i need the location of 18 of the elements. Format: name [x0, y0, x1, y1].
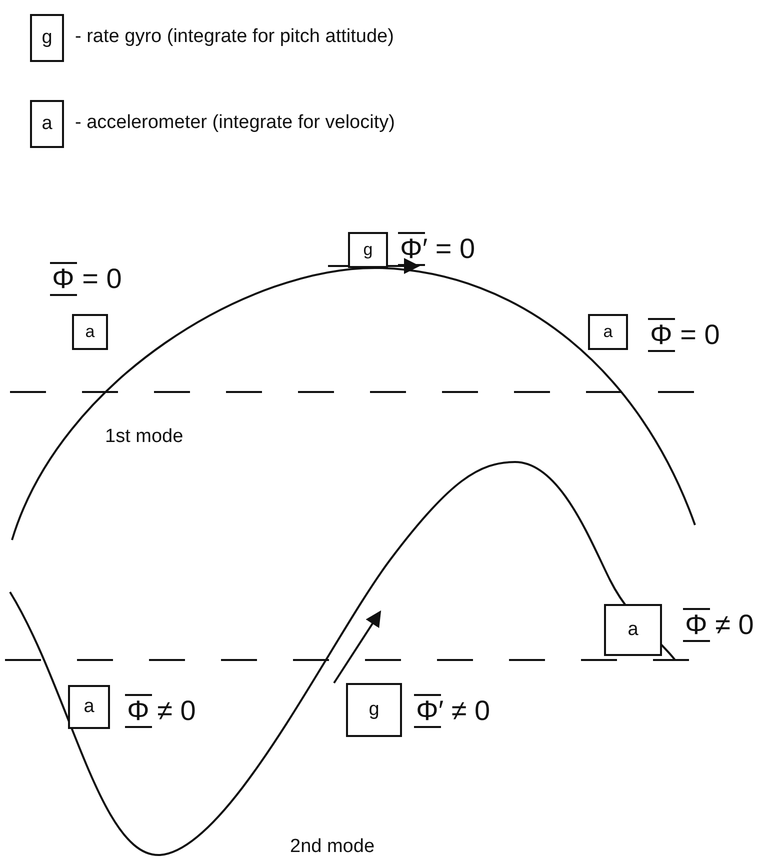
mode-label: 2nd mode — [290, 836, 375, 858]
mode-slope-equation: Φ = 0 — [50, 262, 122, 296]
sensor-box: g — [346, 683, 402, 737]
legend-description: - accelerometer (integrate for velocity) — [75, 112, 395, 135]
sensor-box: a — [72, 314, 108, 350]
mode-slope-equation: Φ′ ≠ 0 — [414, 694, 490, 728]
mode-slope-equation: Φ′ = 0 — [398, 232, 476, 266]
legend-description: - rate gyro (integrate for pitch attitude) — [75, 26, 394, 49]
mode-slope-equation: Φ ≠ 0 — [125, 694, 196, 728]
sensor-box: a — [68, 685, 110, 729]
sensor-box: a — [588, 314, 628, 350]
sensor-box: g — [348, 232, 388, 268]
mode-label: 1st mode — [105, 426, 184, 448]
sensor-box: a — [604, 604, 662, 656]
mode-slope-equation: Φ = 0 — [648, 318, 720, 352]
sensor-box: g — [30, 14, 64, 62]
mode-slope-equation: Φ ≠ 0 — [683, 608, 754, 642]
sensor-box: a — [30, 100, 64, 148]
